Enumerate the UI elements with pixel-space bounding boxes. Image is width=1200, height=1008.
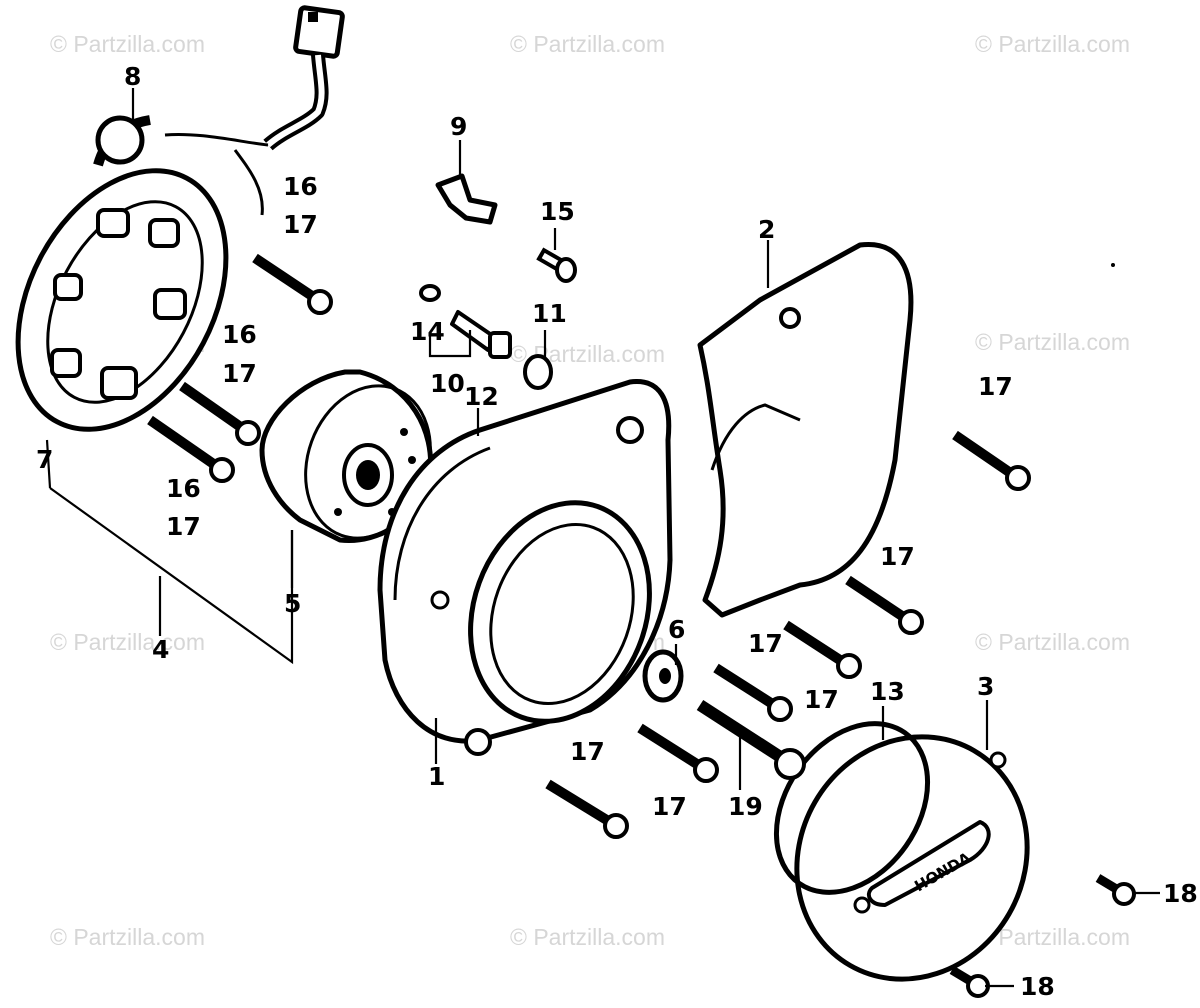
callout-17: 17 (570, 737, 605, 766)
callout-3: 3 (977, 672, 994, 701)
watermark: © Partzilla.com (50, 31, 205, 57)
callout-8: 8 (124, 62, 141, 91)
callout-7: 7 (36, 445, 53, 474)
rotor (259, 369, 434, 544)
callout-2: 2 (758, 215, 775, 244)
watermark: © Partzilla.com (975, 329, 1130, 355)
callout-15: 15 (540, 197, 575, 226)
bolt (545, 779, 629, 839)
watermark: © Partzilla.com (50, 924, 205, 950)
screw-15 (536, 247, 577, 283)
point-cover: HONDA (794, 734, 1030, 982)
watermark: © Partzilla.com (50, 629, 205, 655)
callout-17: 17 (283, 210, 318, 239)
bolt (783, 620, 862, 679)
bolt (179, 381, 261, 446)
bolt (713, 663, 793, 722)
callout-9: 9 (450, 112, 467, 141)
callout-18: 18 (1163, 879, 1198, 908)
bolts (147, 253, 1136, 998)
bolt (845, 575, 924, 635)
bolt (252, 253, 333, 315)
callout-18: 18 (1020, 972, 1055, 1001)
leader-lines (45, 88, 1160, 988)
callout-19: 19 (728, 792, 763, 821)
watermark: © Partzilla.com (975, 31, 1130, 57)
callout-14: 14 (410, 317, 445, 346)
callout-1: 1 (428, 762, 445, 791)
callout-11: 11 (532, 299, 567, 328)
callout-12: 12 (464, 382, 499, 411)
wire-clamp (435, 173, 498, 225)
stator (15, 115, 229, 432)
callouts: 8 9 2 15 11 14 10 12 16 17 16 17 16 17 7… (36, 62, 1198, 1001)
screw-18 (949, 966, 990, 998)
callout-4: 4 (152, 635, 169, 664)
callout-16: 16 (283, 172, 318, 201)
callout-17: 17 (880, 542, 915, 571)
callout-17: 17 (222, 359, 257, 388)
bolt (147, 415, 235, 483)
outer-cover (697, 241, 914, 618)
callout-17: 17 (652, 792, 687, 821)
callout-10: 10 (430, 369, 465, 398)
washer (642, 649, 684, 703)
callout-17: 17 (166, 512, 201, 541)
bolt (952, 430, 1031, 491)
bolt (637, 723, 719, 783)
callout-6: 6 (668, 615, 685, 644)
stray-dot (1111, 263, 1115, 267)
callout-16: 16 (222, 320, 257, 349)
watermark: © Partzilla.com (975, 629, 1130, 655)
watermark: © Partzilla.com (510, 31, 665, 57)
callout-17: 17 (748, 629, 783, 658)
screw-18 (1095, 874, 1136, 906)
callout-17: 17 (804, 685, 839, 714)
watermark: © Partzilla.com (510, 924, 665, 950)
wire-harness (93, 5, 345, 216)
callout-13: 13 (870, 677, 905, 706)
callout-5: 5 (284, 589, 301, 618)
adjuster-assembly (419, 284, 553, 390)
callout-16: 16 (166, 474, 201, 503)
callout-17: 17 (978, 372, 1013, 401)
